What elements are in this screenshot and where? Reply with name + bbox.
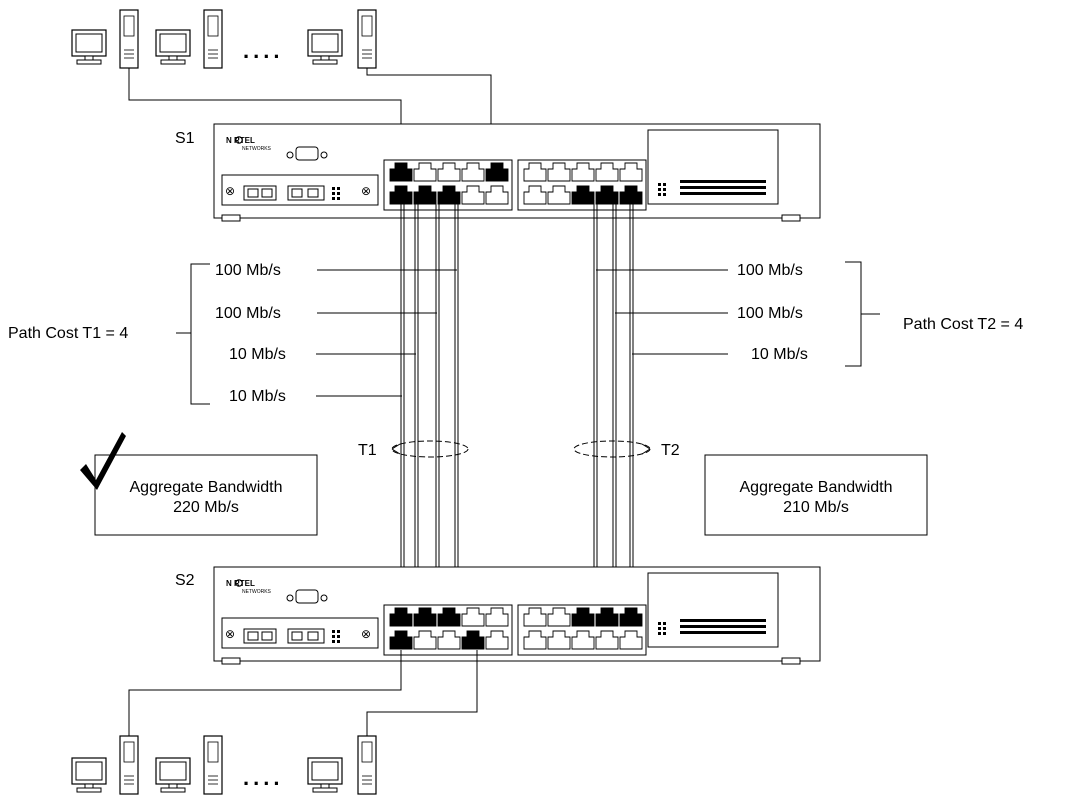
path-cost-label: Path Cost T1 = 4 xyxy=(8,325,128,342)
switch-label: S1 xyxy=(175,130,195,147)
trunk-t2-annotations: 100 Mb/s 100 Mb/s 10 Mb/s Path Cost T2 =… xyxy=(596,262,1023,366)
screw-icon: ⊗ xyxy=(361,627,371,641)
link-speed-label: 100 Mb/s xyxy=(737,305,803,322)
switch-label: S2 xyxy=(175,572,195,589)
trunk-t2-marker: T2 xyxy=(574,441,680,459)
link-speed-label: 10 Mb/s xyxy=(229,388,286,405)
computer-monitor-icon xyxy=(308,30,342,64)
top-hosts: .... xyxy=(72,10,376,68)
aggregate-box-left: Aggregate Bandwidth 220 Mb/s xyxy=(80,432,317,535)
aggregate-value: 210 Mb/s xyxy=(783,499,849,516)
link-speed-label: 10 Mb/s xyxy=(751,346,808,363)
host-ellipsis: .... xyxy=(243,765,283,790)
computer-monitor-icon xyxy=(72,758,106,792)
aggregate-title: Aggregate Bandwidth xyxy=(130,479,283,496)
aggregate-value: 220 Mb/s xyxy=(173,499,239,516)
host-uplink xyxy=(367,650,477,736)
tower-pc-icon xyxy=(358,736,376,794)
link-speed-label: 100 Mb/s xyxy=(215,262,281,279)
trunk-t2-links xyxy=(594,200,633,610)
tower-pc-icon xyxy=(120,10,138,68)
tower-pc-icon xyxy=(358,10,376,68)
tower-pc-icon xyxy=(120,736,138,794)
tower-pc-icon xyxy=(204,10,222,68)
aggregate-box-right: Aggregate Bandwidth 210 Mb/s xyxy=(705,455,927,535)
computer-monitor-icon xyxy=(72,30,106,64)
link-speed-label: 100 Mb/s xyxy=(737,262,803,279)
bracket xyxy=(191,264,210,404)
path-cost-label: Path Cost T2 = 4 xyxy=(903,316,1023,333)
brand-sub: NETWORKS xyxy=(242,589,272,595)
screw-icon: ⊗ xyxy=(225,184,235,198)
tower-pc-icon xyxy=(204,736,222,794)
link-speed-label: 10 Mb/s xyxy=(229,346,286,363)
trunk-t1-annotations: 100 Mb/s 100 Mb/s 10 Mb/s 10 Mb/s Path C… xyxy=(8,262,457,405)
computer-monitor-icon xyxy=(156,30,190,64)
bottom-hosts: .... xyxy=(72,736,376,794)
computer-monitor-icon xyxy=(156,758,190,792)
trunk-ellipse-icon xyxy=(392,441,468,457)
trunk-t1-marker: T1 xyxy=(358,441,468,459)
screw-icon: ⊗ xyxy=(225,627,235,641)
computer-monitor-icon xyxy=(308,758,342,792)
brand-sub: NETWORKS xyxy=(242,146,272,152)
trunk-name: T1 xyxy=(358,442,377,459)
host-uplink xyxy=(129,650,401,736)
switch-s2: S2 N RTEL NETWORKS ⊗ ⊗ xyxy=(175,567,820,664)
aggregate-title: Aggregate Bandwidth xyxy=(740,479,893,496)
trunk-ellipse-icon xyxy=(574,441,650,457)
host-ellipsis: .... xyxy=(243,38,283,63)
trunk-name: T2 xyxy=(661,442,680,459)
switch-s1: S1 N RTEL NETWORKS ⊗ ⊗ xyxy=(175,124,820,221)
screw-icon: ⊗ xyxy=(361,184,371,198)
bracket xyxy=(845,262,861,366)
link-speed-label: 100 Mb/s xyxy=(215,305,281,322)
trunk-t1-links xyxy=(401,200,458,610)
